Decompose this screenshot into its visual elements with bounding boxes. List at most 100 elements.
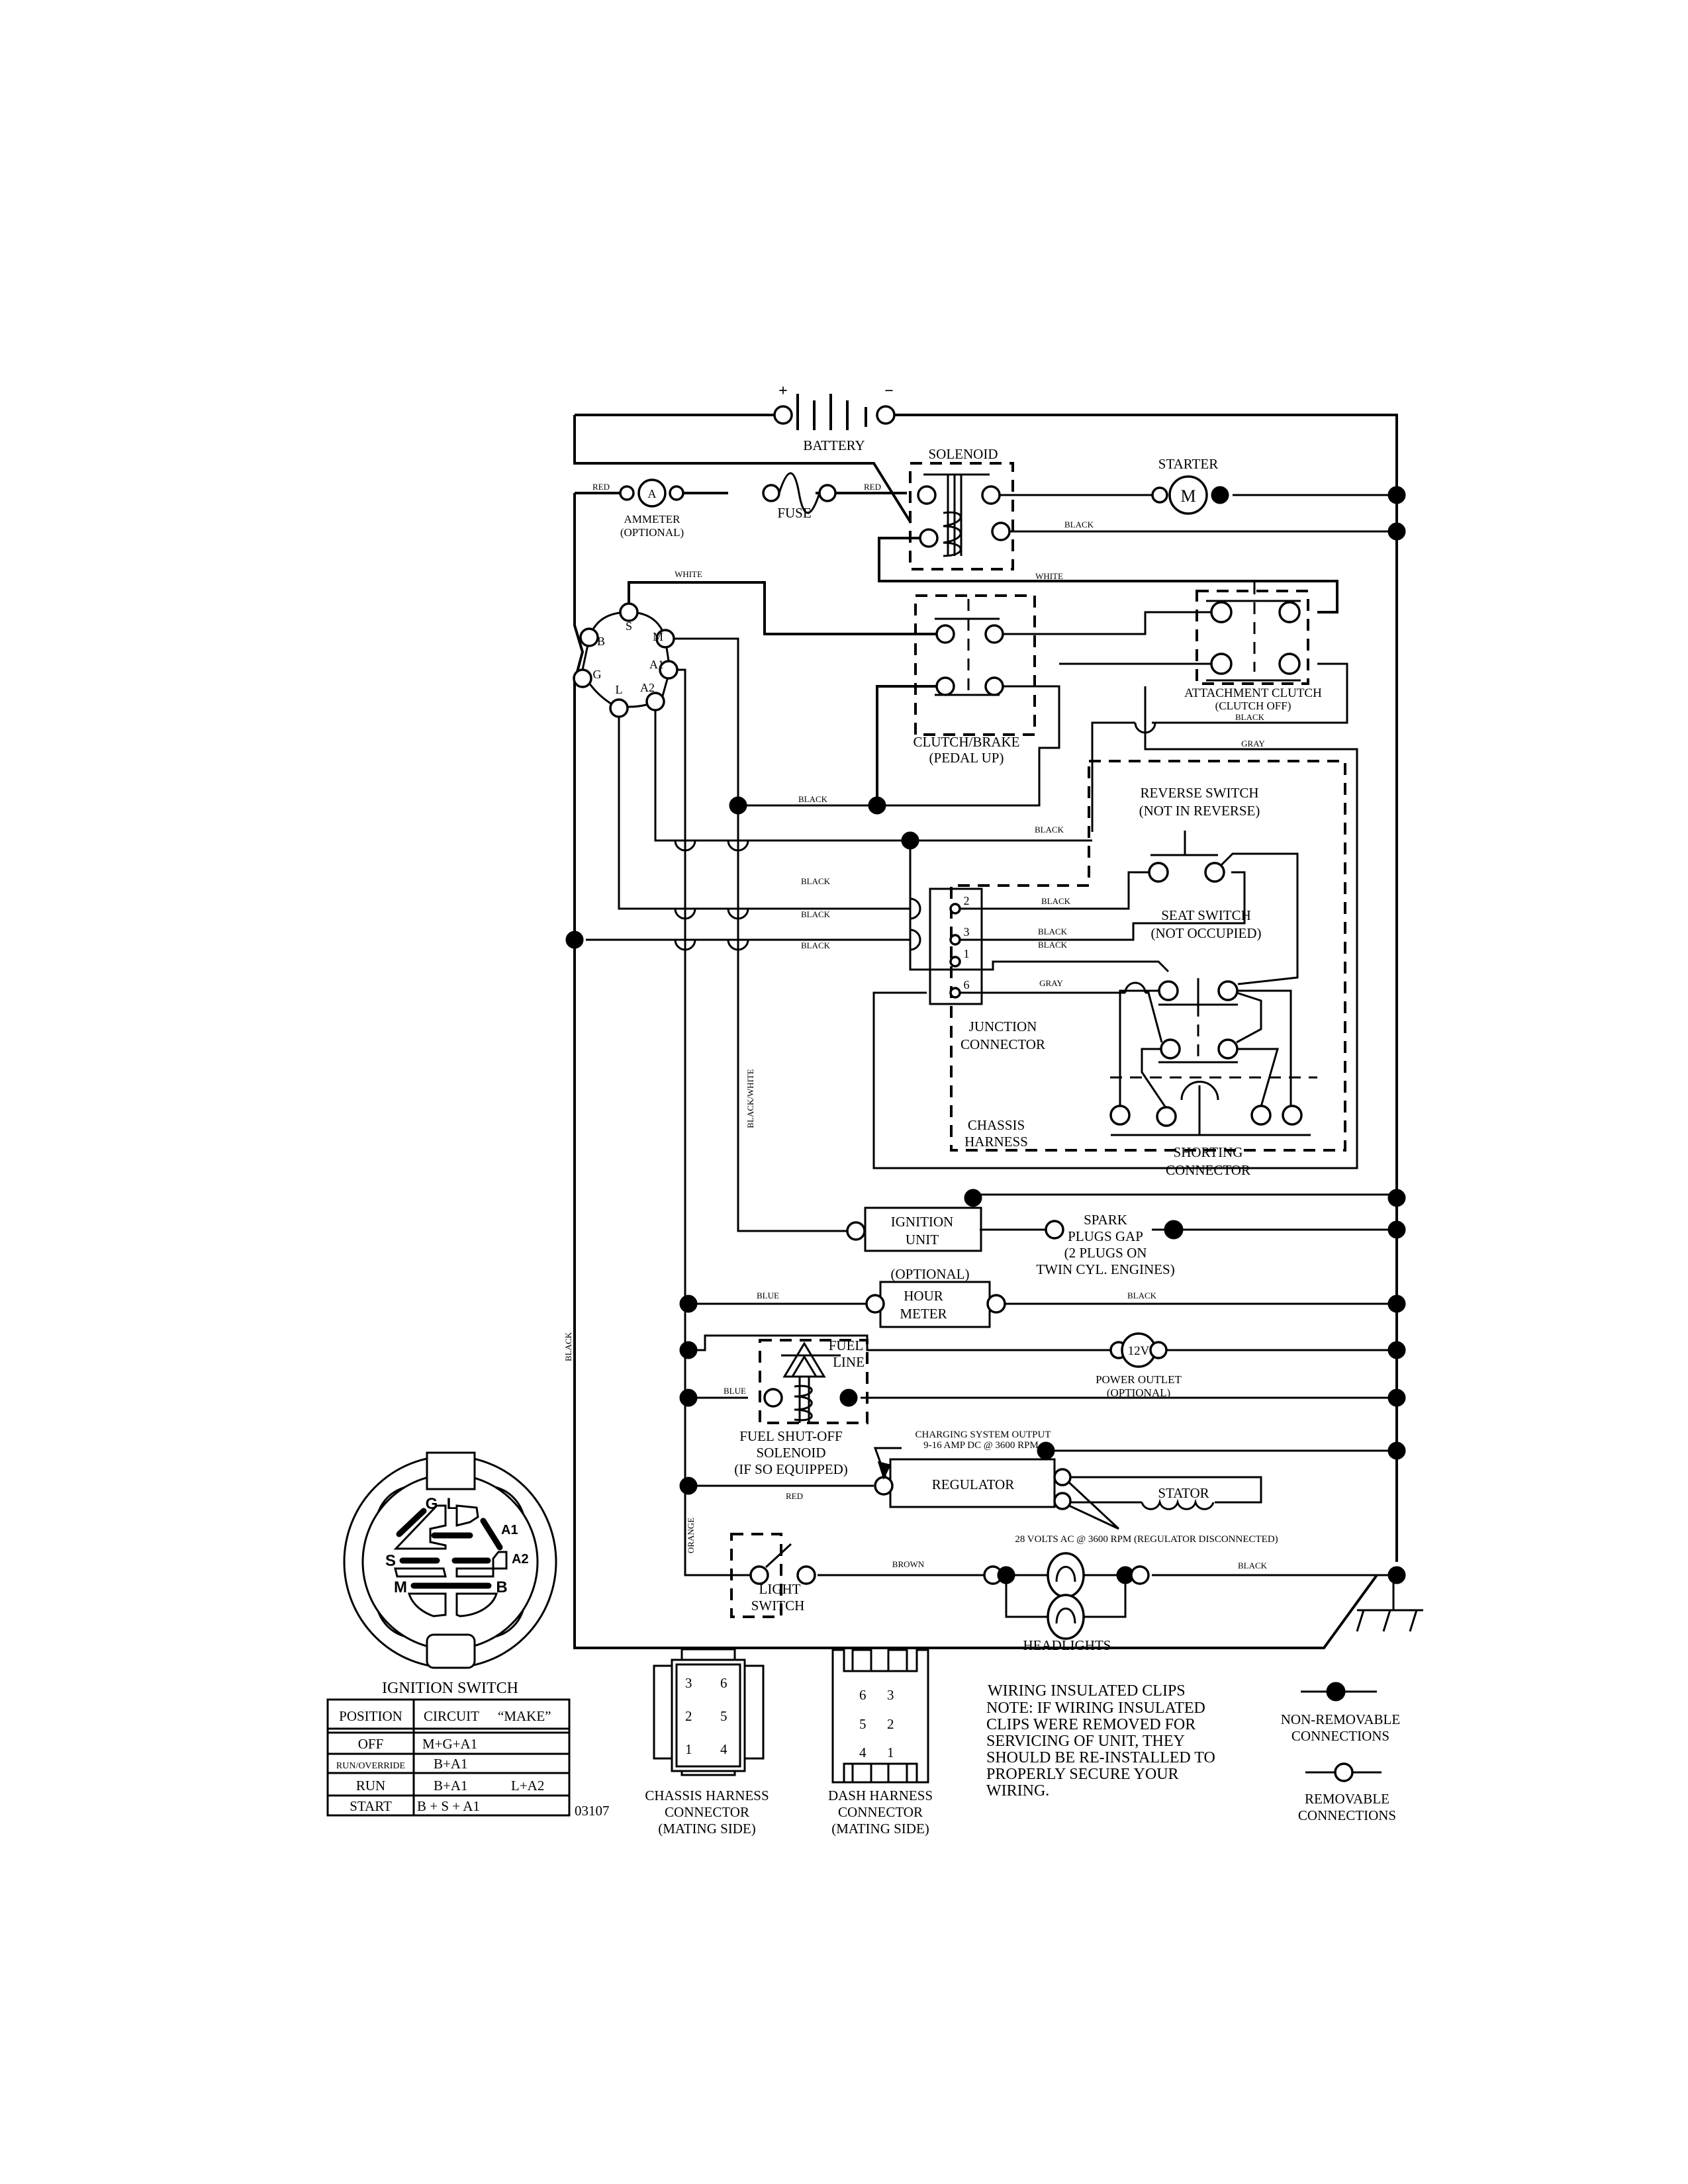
clutch-brake-label: CLUTCH/BRAKE	[913, 734, 1019, 750]
wire-label-black: BLACK	[1035, 825, 1064, 835]
a1-terminal-wire	[672, 668, 686, 1552]
wire-label-red: RED	[592, 482, 610, 492]
solenoid-label: SOLENOID	[929, 446, 998, 462]
battery-negative-terminal	[876, 405, 896, 425]
connector-pin: 5	[859, 1716, 867, 1732]
shorting-bar-icon	[1180, 1081, 1219, 1101]
connector-latch	[851, 1649, 872, 1672]
fuel-solenoid-terminal	[763, 1388, 783, 1408]
crossover-hump	[910, 897, 921, 920]
seat-switch-sublabel: (NOT OCCUPIED)	[1150, 925, 1261, 941]
stator: STATOR 28 VOLTS AC @ 3600 RPM (REGULATOR…	[1015, 1481, 1278, 1545]
attachment-clutch-terminal	[1210, 653, 1233, 675]
light-switch-sublabel: SWITCH	[751, 1598, 805, 1614]
crossover-humps	[674, 722, 1156, 993]
ammeter: A AMMETER (OPTIONAL) RED	[592, 478, 684, 539]
junction-connector-body	[929, 887, 983, 1005]
table-cell-circuit: M+G+A1	[422, 1736, 477, 1752]
crossover-hump	[727, 840, 749, 852]
wire-label-black: BLACK	[1064, 520, 1094, 529]
non-removable-connection	[679, 1341, 698, 1359]
table-cell-position: START	[350, 1798, 392, 1814]
attachment-clutch-label: ATTACHMENT CLUTCH	[1184, 686, 1322, 700]
reverse-switch-label: REVERSE SWITCH	[1140, 785, 1258, 801]
crossover-hump	[1134, 722, 1156, 734]
legend-removable-label: REMOVABLE	[1305, 1791, 1389, 1807]
ground-icon	[1356, 1575, 1423, 1632]
black-loop-junction	[909, 841, 959, 971]
arrow-icon	[877, 1461, 892, 1480]
ignition-terminal-a2	[645, 692, 665, 711]
stator-coil-icon	[1141, 1498, 1215, 1510]
ignition-switch-outline	[581, 611, 671, 709]
starter: M STARTER	[1151, 456, 1229, 515]
starter-terminal	[1151, 486, 1168, 504]
crossover-hump	[910, 929, 921, 951]
wire-label-black: BLACK	[801, 876, 831, 886]
a2-terminal-wire	[654, 702, 910, 842]
chassis-connector-side: (MATING SIDE)	[658, 1821, 756, 1837]
regulator-stator-terminal	[1053, 1492, 1072, 1510]
wire-label-black-white: BLACK/WHITE	[745, 1069, 755, 1128]
connector-pin: 4	[859, 1745, 867, 1760]
solenoid-coil-icon	[943, 511, 962, 557]
seat-wire	[1119, 989, 1158, 1107]
junction-pin-1	[949, 956, 961, 968]
battery-positive-to-solenoid	[573, 415, 912, 524]
terminal-label-a1: A1	[649, 658, 664, 671]
table-row: OFF M+G+A1	[358, 1736, 477, 1752]
battery-minus-sign: −	[884, 383, 894, 400]
solenoid-starter-terminal	[981, 485, 1001, 505]
table-row: RUN/OVERRIDE B+A1	[336, 1756, 468, 1772]
non-removable-connection	[1387, 486, 1406, 504]
connector-pin: 1	[685, 1741, 692, 1757]
non-removable-connection	[1387, 1220, 1406, 1239]
ignition-switch-table: POSITION CIRCUIT “MAKE” OFF M+G+A1 RUN/O…	[326, 1698, 610, 1819]
starter-fixed-connection	[1211, 486, 1229, 504]
ignition-terminal-m	[655, 629, 675, 649]
seat-wire	[1145, 991, 1163, 1043]
wire-label-red: RED	[786, 1491, 803, 1501]
clutch-brake-terminal	[935, 624, 955, 644]
chassis-harness-connector: 3 6 2 5 1 4 CHASSIS HARNESS CONNECTOR (M…	[645, 1648, 769, 1837]
chassis-harness: CHASSIS HARNESS BLACK	[950, 760, 1346, 1152]
note-line: PROPERLY SECURE YOUR	[986, 1766, 1179, 1783]
solenoid: SOLENOID BLACK	[909, 446, 1094, 570]
connector-pin: 3	[887, 1687, 894, 1703]
junction-pin-2	[949, 903, 961, 915]
chassis-connector-label: CHASSIS HARNESS	[645, 1788, 769, 1803]
wire-label-black: BLACK	[1038, 940, 1068, 950]
dash-connector-side: (MATING SIDE)	[831, 1821, 929, 1837]
fuel-valve-arrow-icon	[782, 1342, 826, 1378]
attachment-clutch-switch: ATTACHMENT CLUTCH (CLUTCH OFF) BLACK GRA…	[1184, 582, 1322, 749]
seat-switch: SEAT SWITCH (NOT OCCUPIED)	[1119, 907, 1292, 1107]
connector-pin: 2	[887, 1716, 894, 1732]
ignition-terminal-g	[573, 668, 592, 688]
left-frame-wire	[573, 493, 1378, 1649]
clutch-brake-housing	[914, 594, 1036, 736]
terminal-label-a2: A2	[640, 681, 655, 694]
m-terminal-black	[670, 637, 877, 807]
wire-label-black: BLACK	[801, 909, 831, 919]
crossover-hump	[674, 908, 696, 920]
shorting-connector-label: SHORTING	[1174, 1144, 1243, 1160]
connector-pin: 1	[887, 1745, 894, 1760]
headlights: HEADLIGHTS	[983, 1552, 1150, 1653]
wire-label-blue: BLUE	[724, 1386, 746, 1396]
terminal-label-m: M	[653, 630, 663, 643]
headlight-filament	[1055, 1566, 1076, 1582]
headlight-terminal	[1130, 1565, 1150, 1585]
white-wire-solenoid	[878, 537, 1338, 614]
terminal-label-l: L	[616, 683, 623, 696]
crossover-hump	[727, 939, 749, 951]
chassis-harness-boundary	[950, 760, 1346, 1152]
connector-pin: 3	[685, 1675, 692, 1691]
switch-face-slot	[455, 1592, 498, 1617]
clutch-brake-lower-right	[877, 685, 1060, 807]
battery: + − BATTERY	[773, 383, 896, 453]
spark-plugs-label-2: PLUGS GAP	[1068, 1228, 1143, 1244]
attachment-black-wire	[1091, 662, 1348, 832]
ignition-terminal-s	[619, 602, 639, 622]
shorting-connector: SHORTING CONNECTOR	[1109, 1076, 1317, 1178]
legend-non-removable-dot	[1326, 1682, 1346, 1702]
